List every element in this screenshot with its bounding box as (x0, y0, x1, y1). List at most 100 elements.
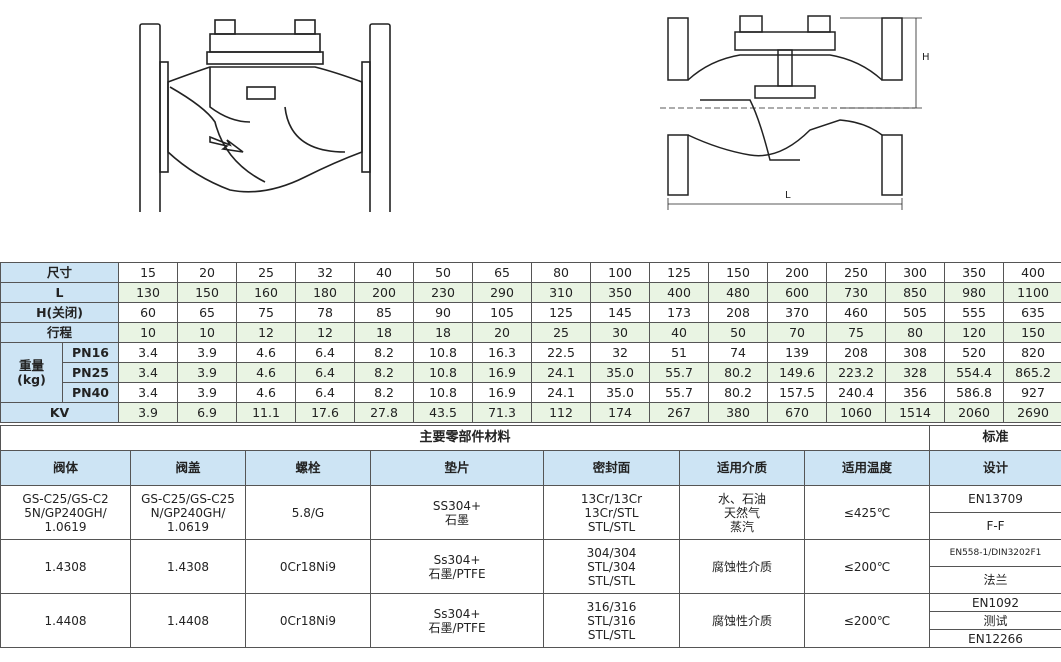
kv-cell: 43.5 (413, 402, 474, 423)
l-label: L (0, 282, 120, 303)
stroke-cell: 25 (531, 322, 592, 343)
stroke-cell: 30 (590, 322, 651, 343)
pn16-cell: 3.9 (177, 342, 238, 363)
materials-title: 主要零部件材料 (0, 425, 931, 451)
l-cell: 130 (118, 282, 179, 303)
pn25-cell: 3.9 (177, 362, 238, 383)
h-cell: 75 (236, 302, 297, 323)
pn25-cell: 24.1 (531, 362, 592, 383)
kv-cell: 6.9 (177, 402, 238, 423)
dim-h-label: H (922, 52, 930, 63)
size-cell: 50 (413, 262, 474, 283)
size-cell: 350 (944, 262, 1005, 283)
stroke-cell: 10 (177, 322, 238, 343)
pn25-cell: 4.6 (236, 362, 297, 383)
pn40-cell: 4.6 (236, 382, 297, 403)
stroke-cell: 150 (1003, 322, 1061, 343)
pn25-cell: 35.0 (590, 362, 651, 383)
pn16-cell: 3.4 (118, 342, 179, 363)
size-cell: 250 (826, 262, 887, 283)
pn40-cell: 35.0 (590, 382, 651, 403)
header-medium: 适用介质 (679, 450, 805, 486)
l-cell: 230 (413, 282, 474, 303)
pn25-cell: 16.9 (472, 362, 533, 383)
kv-cell: 3.9 (118, 402, 179, 423)
pn16-cell: 8.2 (354, 342, 415, 363)
size-cell: 25 (236, 262, 297, 283)
l-cell: 400 (649, 282, 710, 303)
pn40-cell: 3.4 (118, 382, 179, 403)
size-cell: 80 (531, 262, 592, 283)
pn16-cell: 6.4 (295, 342, 356, 363)
standard-cell: F-F (929, 512, 1061, 540)
pn40-cell: 3.9 (177, 382, 238, 403)
pn25-cell: 10.8 (413, 362, 474, 383)
h-cell: 460 (826, 302, 887, 323)
l-cell: 150 (177, 282, 238, 303)
header-gasket: 垫片 (370, 450, 544, 486)
h-cell: 60 (118, 302, 179, 323)
pn16-cell: 10.8 (413, 342, 474, 363)
pn40-cell: 55.7 (649, 382, 710, 403)
kv-cell: 17.6 (295, 402, 356, 423)
kv-cell: 1060 (826, 402, 887, 423)
standard-cell: 法兰 (929, 566, 1061, 594)
stroke-label: 行程 (0, 322, 120, 343)
pn16-cell: 22.5 (531, 342, 592, 363)
header-temp: 适用温度 (803, 450, 931, 486)
stroke-cell: 20 (472, 322, 533, 343)
pn16-cell: 208 (826, 342, 887, 363)
size-label: 尺寸 (0, 262, 120, 283)
pn25-cell: 149.6 (767, 362, 828, 383)
pn16-label: PN16 (61, 342, 120, 363)
material-cell: 316/316 STL/316 STL/STL (543, 593, 680, 648)
h-label: H(关闭) (0, 302, 120, 323)
pn40-cell: 80.2 (708, 382, 769, 403)
material-cell: ≤200℃ (803, 593, 931, 648)
kv-cell: 380 (708, 402, 769, 423)
material-cell: 1.4408 (130, 593, 246, 648)
h-cell: 173 (649, 302, 710, 323)
size-cell: 300 (885, 262, 946, 283)
material-cell: ≤425℃ (803, 485, 931, 540)
material-cell: 1.4308 (0, 539, 131, 594)
pn25-cell: 3.4 (118, 362, 179, 383)
pn25-cell: 80.2 (708, 362, 769, 383)
pn25-label: PN25 (61, 362, 120, 383)
size-cell: 400 (1003, 262, 1061, 283)
l-cell: 850 (885, 282, 946, 303)
kv-cell: 27.8 (354, 402, 415, 423)
h-cell: 125 (531, 302, 592, 323)
kv-cell: 11.1 (236, 402, 297, 423)
standard-cell: 测试 (929, 611, 1061, 630)
header-design: 设计 (929, 450, 1061, 486)
l-cell: 200 (354, 282, 415, 303)
material-cell: 13Cr/13Cr 13Cr/STL STL/STL (543, 485, 680, 540)
material-cell: GS-C25/GS-C2 5N/GP240GH/ 1.0619 (0, 485, 131, 540)
standard-cell: EN12266 (929, 629, 1061, 648)
weight-label: 重量 (kg) (0, 342, 63, 403)
pn16-cell: 308 (885, 342, 946, 363)
stroke-cell: 18 (413, 322, 474, 343)
size-cell: 20 (177, 262, 238, 283)
standard-cell: EN558-1/DIN3202F1 (929, 539, 1061, 567)
pn40-cell: 157.5 (767, 382, 828, 403)
material-cell: 腐蚀性介质 (679, 593, 805, 648)
h-cell: 505 (885, 302, 946, 323)
h-cell: 635 (1003, 302, 1061, 323)
pn40-cell: 8.2 (354, 382, 415, 403)
pn40-cell: 6.4 (295, 382, 356, 403)
material-cell: ≤200℃ (803, 539, 931, 594)
valve-drawings: H L (0, 0, 1061, 258)
pn40-cell: 24.1 (531, 382, 592, 403)
material-cell: 5.8/G (245, 485, 371, 540)
h-cell: 105 (472, 302, 533, 323)
kv-cell: 174 (590, 402, 651, 423)
pn16-cell: 4.6 (236, 342, 297, 363)
pn25-cell: 328 (885, 362, 946, 383)
